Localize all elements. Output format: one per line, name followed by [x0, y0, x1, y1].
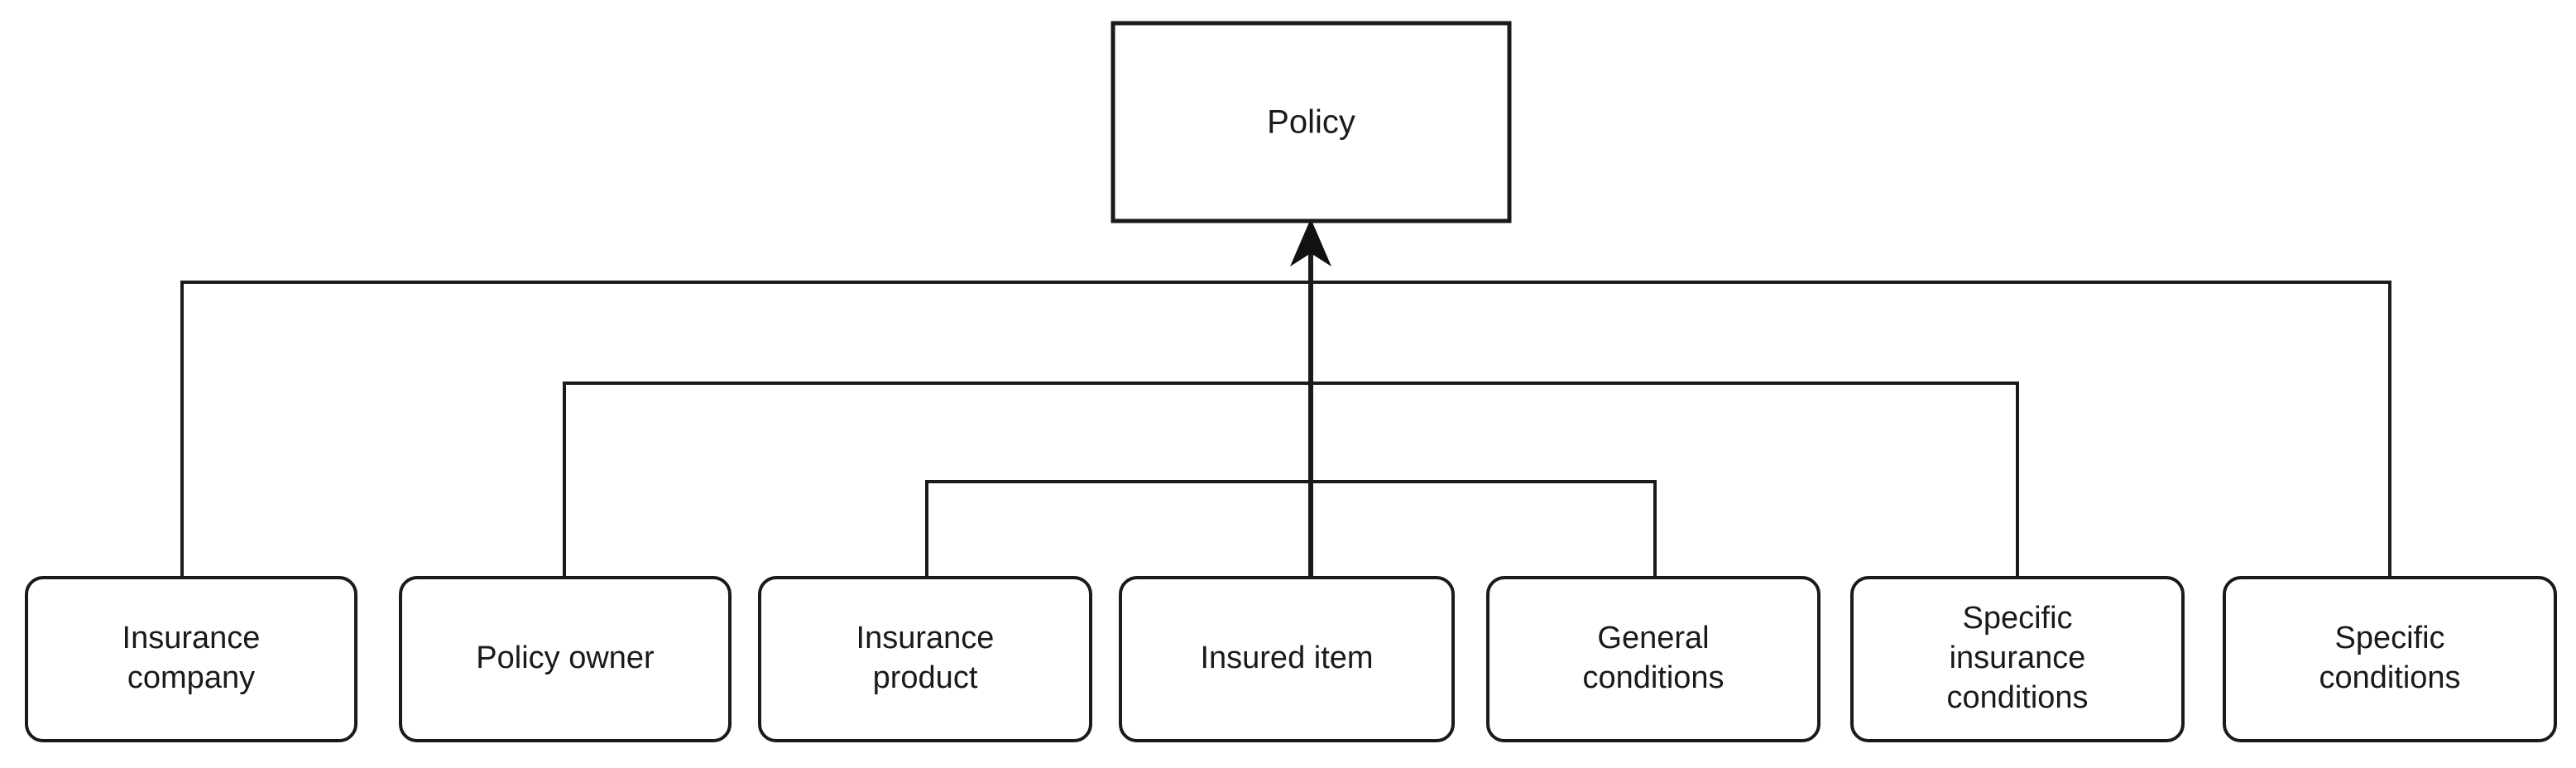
node-insurance-product[interactable]: Insurance product [758, 576, 1092, 742]
node-insurance-company[interactable]: Insurance company [25, 576, 357, 742]
node-general-conditions-label-line-2: conditions [1582, 660, 1724, 695]
node-insurance-company-shape[interactable] [25, 576, 357, 742]
node-general-conditions-shape[interactable] [1486, 576, 1820, 742]
node-policy-owner[interactable]: Policy owner [399, 576, 732, 742]
node-insurance-product-label-line-1: Insurance [856, 621, 995, 655]
node-insurance-product-shape[interactable] [758, 576, 1092, 742]
node-specific-insurance-conditions-label-line-3: conditions [1946, 680, 2088, 715]
node-insured-item-shape[interactable] [1119, 576, 1455, 742]
node-specific-conditions[interactable]: Specific conditions [2223, 576, 2557, 742]
node-policy-owner-label: Policy owner [476, 641, 655, 675]
node-specific-conditions-label-line-2: conditions [2319, 660, 2460, 695]
node-policy-label: Policy [1267, 104, 1355, 141]
connector-rail-3 [925, 480, 1657, 578]
node-specific-insurance-conditions[interactable]: Specific insurance conditions [1850, 576, 2185, 742]
node-insured-item-label: Insured item [1200, 641, 1373, 675]
node-general-conditions-label-line-1: General [1597, 621, 1709, 655]
node-policy[interactable]: Policy [1111, 21, 1512, 223]
node-specific-conditions-label-line-1: Specific [2334, 621, 2444, 655]
connector-layer [180, 218, 2391, 578]
node-specific-conditions-shape[interactable] [2223, 576, 2557, 742]
node-specific-insurance-conditions-shape[interactable] [1850, 576, 2185, 742]
arrow-head-icon [1290, 218, 1331, 266]
node-policy-shape[interactable] [1111, 21, 1512, 223]
node-specific-insurance-conditions-label-line-2: insurance [1950, 641, 2086, 675]
node-policy-owner-shape[interactable] [399, 576, 732, 742]
node-insurance-company-label-line-1: Insurance [122, 621, 261, 655]
connector-rail-2 [563, 382, 2019, 578]
node-insured-item[interactable]: Insured item [1119, 576, 1455, 742]
node-insurance-product-label-line-2: product [873, 660, 978, 695]
node-general-conditions[interactable]: General conditions [1486, 576, 1820, 742]
node-specific-insurance-conditions-label-line-1: Specific [1962, 601, 2072, 636]
node-insurance-company-label-line-2: company [127, 660, 255, 695]
connector-rail-1 [180, 281, 2391, 578]
